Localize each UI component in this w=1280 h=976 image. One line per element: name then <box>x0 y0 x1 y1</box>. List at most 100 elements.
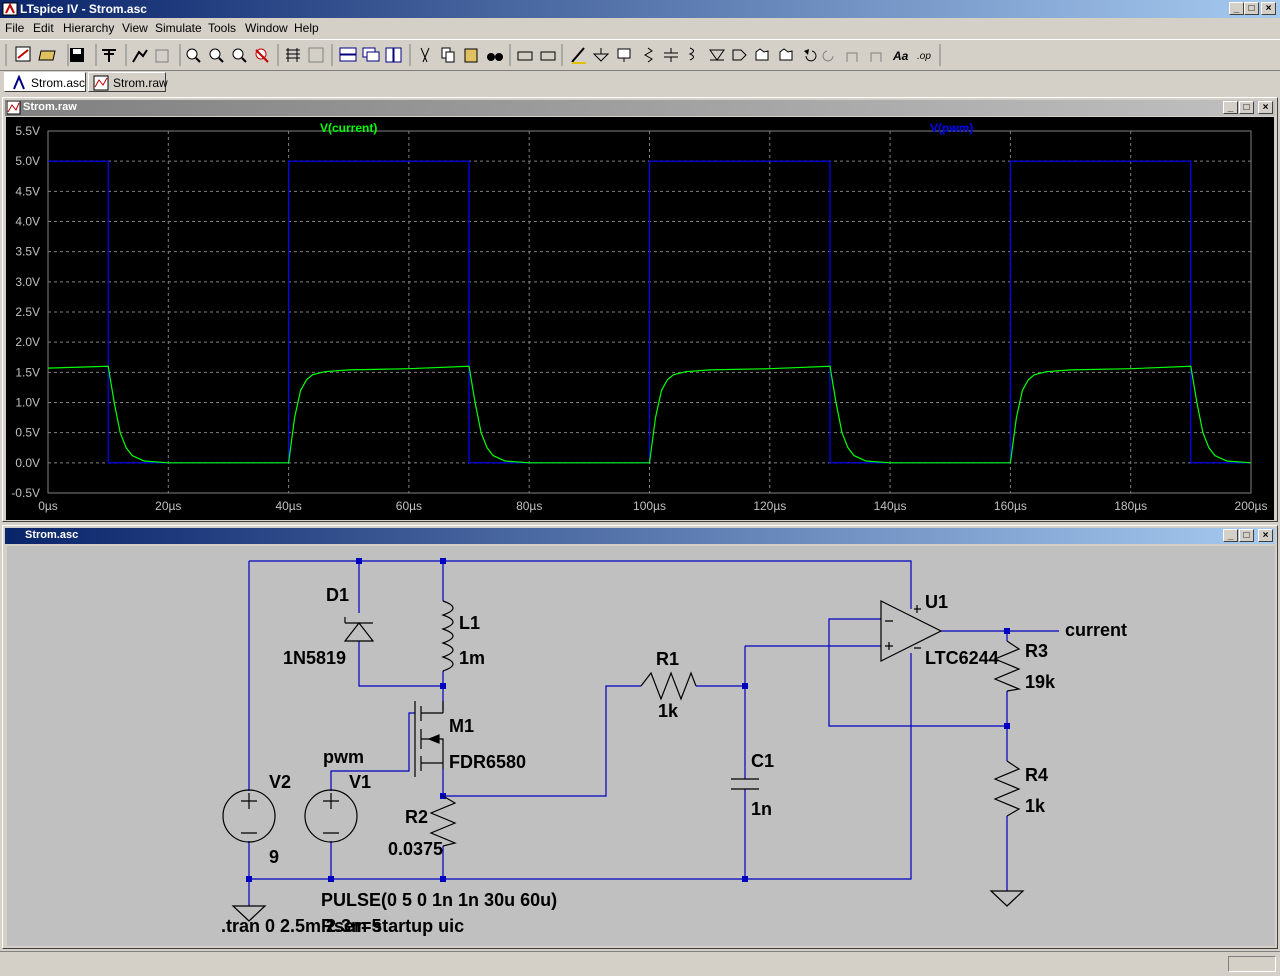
tile-horizontal-icon[interactable] <box>339 47 357 62</box>
print-icon[interactable] <box>540 51 556 61</box>
resistor-r2-symbol[interactable] <box>429 795 457 847</box>
capacitor-c1-symbol[interactable] <box>731 778 759 790</box>
legend-current[interactable]: V(current) <box>320 121 377 135</box>
mirror-icon[interactable] <box>870 52 882 62</box>
r1-value-label: 1k <box>658 701 679 721</box>
v2-name-label: V2 <box>269 772 291 792</box>
print-setup-icon[interactable] <box>517 51 533 61</box>
text-icon[interactable]: Aa <box>892 49 909 63</box>
component-icon[interactable] <box>732 49 747 61</box>
schematic-close-button[interactable]: × <box>1258 529 1273 542</box>
m1-name-label: M1 <box>449 716 474 736</box>
toolbar: Aa .op <box>0 39 1280 71</box>
drag-icon[interactable] <box>779 48 793 61</box>
capacitor-icon[interactable] <box>664 48 678 62</box>
waveform-window-title: Strom.raw <box>23 101 77 113</box>
schematic-canvas[interactable]: D1 1N5819 L1 1m M1 FDR6580 pwm V1 V2 9 R… <box>7 546 1275 946</box>
cut-icon[interactable] <box>420 47 430 63</box>
x-tick-label: 180µs <box>1114 499 1147 513</box>
u1-name-label: U1 <box>925 592 948 612</box>
y-tick-label: 1.0V <box>15 396 40 410</box>
control-panel-icon[interactable] <box>102 49 116 62</box>
spice-directive-icon[interactable]: .op <box>917 51 931 62</box>
resistor-icon[interactable] <box>643 47 653 63</box>
v2-value-label: 9 <box>269 847 279 867</box>
zoom-pan-icon[interactable] <box>209 48 224 63</box>
find-icon[interactable] <box>487 53 503 61</box>
zoom-in-icon[interactable] <box>186 48 201 63</box>
resistor-r1-symbol[interactable] <box>640 671 697 701</box>
schematic-maximize-button[interactable]: □ <box>1239 529 1254 542</box>
tab-strom-asc[interactable]: Strom.asc <box>4 72 86 92</box>
menu-help[interactable]: Help <box>294 21 319 35</box>
ground-symbol-right[interactable] <box>989 890 1025 907</box>
run-icon[interactable] <box>132 49 148 63</box>
label-net-icon[interactable] <box>617 48 631 62</box>
ground-symbol-left[interactable] <box>231 905 267 922</box>
r3-value-label: 19k <box>1025 672 1056 692</box>
save-icon[interactable] <box>70 48 84 62</box>
waveform-icon <box>93 75 109 91</box>
voltage-source-v1-symbol[interactable] <box>304 789 358 843</box>
x-tick-label: 0µs <box>38 499 58 513</box>
grid-icon[interactable] <box>308 47 324 63</box>
resistor-r3-symbol[interactable] <box>993 640 1022 692</box>
ground-icon[interactable] <box>592 48 610 62</box>
inductor-l1-symbol[interactable] <box>441 600 454 672</box>
schematic-minimize-button[interactable]: _ <box>1223 529 1238 542</box>
legend-pwm[interactable]: V(pwm) <box>930 121 973 135</box>
menu-window[interactable]: Window <box>245 21 288 35</box>
y-tick-label: 4.5V <box>15 184 40 198</box>
waveform-close-button[interactable]: × <box>1258 101 1273 114</box>
zoom-fit-icon[interactable] <box>255 48 269 63</box>
cascade-icon[interactable] <box>362 47 380 62</box>
waveform-minimize-button[interactable]: _ <box>1223 101 1238 114</box>
menu-tools[interactable]: Tools <box>208 21 237 35</box>
x-tick-label: 120µs <box>753 499 786 513</box>
close-button[interactable]: × <box>1261 2 1276 15</box>
draw-wire-icon[interactable] <box>571 47 586 64</box>
minimize-button[interactable]: _ <box>1229 2 1244 15</box>
move-icon[interactable] <box>755 48 769 61</box>
menu-file[interactable]: File <box>5 21 25 35</box>
zoom-out-icon[interactable] <box>232 48 247 63</box>
waveform-maximize-button[interactable]: □ <box>1239 101 1254 114</box>
y-tick-label: 4.0V <box>15 215 40 229</box>
tile-vertical-icon[interactable] <box>385 47 402 63</box>
undo-icon[interactable] <box>804 49 817 62</box>
r4-value-label: 1k <box>1025 796 1046 816</box>
new-schematic-icon[interactable] <box>15 46 31 62</box>
voltage-source-v2-symbol[interactable] <box>222 789 276 843</box>
maximize-button[interactable]: □ <box>1244 2 1259 15</box>
resistor-r4-symbol[interactable] <box>993 760 1021 817</box>
menu-view[interactable]: View <box>122 21 148 35</box>
tab-strom-raw[interactable]: Strom.raw <box>88 72 168 92</box>
y-tick-label: 0.0V <box>15 456 40 470</box>
redo-icon[interactable] <box>822 50 834 62</box>
rotate-icon[interactable] <box>846 52 858 62</box>
tab-label: Strom.raw <box>113 76 168 90</box>
app-title-bar: LTspice IV - Strom.asc _ □ × <box>0 0 1280 18</box>
halt-icon[interactable] <box>155 49 169 63</box>
paste-icon[interactable] <box>464 48 478 63</box>
spice-directive-tran[interactable]: .tran 0 2.5m 2.3m startup uic <box>221 916 464 936</box>
diode-icon[interactable] <box>709 49 725 61</box>
opamp-u1-symbol[interactable] <box>880 600 943 662</box>
autorange-icon[interactable] <box>286 48 300 62</box>
mosfet-m1-arrow <box>427 734 440 744</box>
schematic-window: Strom.asc _ □ × <box>2 525 1278 949</box>
y-tick-label: 0.5V <box>15 426 40 440</box>
inductor-icon[interactable] <box>688 47 694 61</box>
menu-hierarchy[interactable]: Hierarchy <box>63 21 115 35</box>
menu-simulate[interactable]: Simulate <box>155 21 202 35</box>
waveform-plot[interactable]: 5.5V5.0V4.5V4.0V3.5V3.0V2.5V2.0V1.5V1.0V… <box>6 117 1274 520</box>
menu-edit[interactable]: Edit <box>33 21 54 35</box>
open-icon[interactable] <box>38 50 56 61</box>
r1-name-label: R1 <box>656 649 679 669</box>
trace-current[interactable] <box>47 365 1252 464</box>
copy-icon[interactable] <box>441 47 455 63</box>
opamp-pin-marks <box>885 605 921 650</box>
diode-d1-symbol[interactable] <box>343 617 375 642</box>
v1-value-label: PULSE(0 5 0 1n 1n 30u 60u) <box>321 890 557 910</box>
